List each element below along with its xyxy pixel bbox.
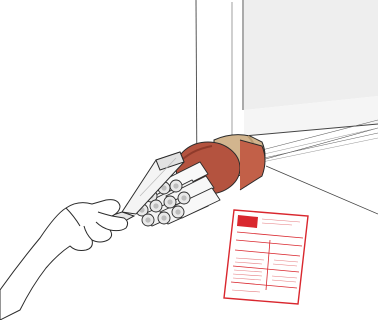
documentation-label	[224, 210, 308, 304]
hand-illustration	[0, 200, 128, 320]
